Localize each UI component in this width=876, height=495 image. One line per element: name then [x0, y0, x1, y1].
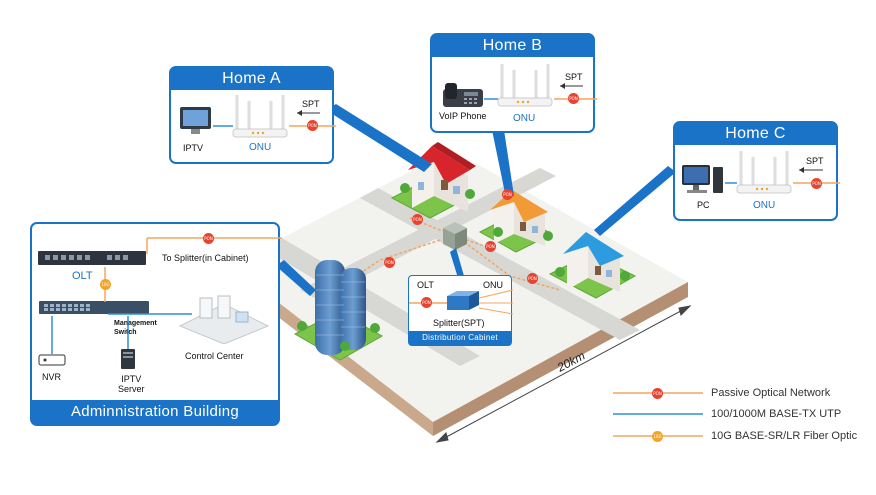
- admin-links: [51, 237, 282, 354]
- home-b-panel: Home B VoIP Phone ONU SPT PON: [430, 33, 597, 133]
- legend-item-fiber: 10G BASE-SR/LR Fiber Optic: [711, 430, 858, 442]
- control-center-icon: [178, 295, 270, 344]
- home-b-splitter-label: SPT: [565, 72, 583, 82]
- map-pon-badge-2: PON: [485, 241, 496, 252]
- map-pon-badge-5: PON: [502, 189, 513, 200]
- home-b-title: Home B: [432, 35, 593, 57]
- legend-lines: [613, 392, 703, 437]
- home-a-links: [213, 110, 336, 127]
- nvr-label: NVR: [42, 372, 62, 382]
- home-a-router-label: ONU: [249, 142, 272, 153]
- pc-icon: [682, 165, 723, 193]
- admin-10g-badge: 10G: [100, 279, 111, 290]
- management-switch-label: Management Switch: [114, 320, 157, 336]
- admin-pon-badge: PON: [203, 233, 214, 244]
- home-c-title: Home C: [675, 123, 836, 145]
- legend-item-utp: 100/1000M BASE-TX UTP: [711, 408, 842, 420]
- home-c-device-label: PC: [697, 200, 710, 210]
- home-c-links: [725, 167, 840, 184]
- cabinet-links: [409, 289, 513, 315]
- home-b-links: [484, 83, 597, 100]
- iptv-server-label: IPTV Server: [118, 374, 145, 394]
- legend-pon-badge: PON: [652, 388, 663, 399]
- home-c-router-label: ONU: [753, 200, 776, 211]
- home-a-device-label: IPTV: [183, 143, 204, 153]
- olt-label: OLT: [72, 270, 93, 282]
- house-c: [563, 232, 624, 292]
- distribution-cabinet-panel: Distribution Cabinet OLT ONU PON Splitte…: [408, 275, 513, 346]
- nvr-icon: [38, 354, 66, 366]
- home-b-onu-icon: [497, 64, 553, 107]
- iptv-server-icon: [121, 349, 135, 369]
- home-c-splitter-label: SPT: [806, 156, 824, 166]
- management-switch-icon: [39, 301, 149, 314]
- house-b: [490, 190, 548, 246]
- distribution-cabinet-title: Distribution Cabinet: [409, 331, 511, 345]
- map-pon-badge-1: PON: [412, 214, 423, 225]
- admin-building-panel: Adminnistration Building OLT To Splitter…: [30, 222, 282, 426]
- legend-10g-badge: 10G: [652, 431, 663, 442]
- home-c-pon-badge: PON: [811, 178, 822, 189]
- home-b-device-label: VoIP Phone: [439, 111, 487, 121]
- house-a: [408, 142, 476, 212]
- home-a-onu-icon: [232, 95, 288, 138]
- map-pon-badge-4: PON: [527, 273, 538, 284]
- to-splitter-label: To Splitter(in Cabinet): [162, 253, 249, 263]
- iptv-icon: [180, 107, 211, 134]
- cabinet-icon: [443, 222, 467, 250]
- home-c-onu-icon: [736, 151, 792, 194]
- voip-phone-icon: [443, 83, 483, 107]
- olt-device-icon: [38, 251, 146, 265]
- admin-building-title: Adminnistration Building: [32, 400, 278, 424]
- cabinet-pon-badge: PON: [421, 297, 432, 308]
- home-a-panel: Home A IPTV ONU SPT PON: [169, 66, 336, 164]
- legend-item-pon: Passive Optical Network: [711, 387, 831, 399]
- map-pon-badge-3: PON: [384, 257, 395, 268]
- admin-towers: [315, 260, 366, 355]
- home-b-router-label: ONU: [513, 113, 536, 124]
- home-a-pon-badge: PON: [307, 120, 318, 131]
- cabinet-splitter-label: Splitter(SPT): [433, 318, 485, 328]
- home-c-panel: Home C PC ONU SPT PON: [673, 121, 840, 221]
- trees: [297, 183, 630, 351]
- distance-dimension: [435, 305, 692, 443]
- splitter-box-icon: [447, 291, 479, 310]
- home-a-splitter-label: SPT: [302, 99, 320, 109]
- callout-pointers: [276, 104, 676, 296]
- home-b-pon-badge: PON: [568, 93, 579, 104]
- cabinet-olt-label: OLT: [417, 280, 434, 290]
- cabinet-onu-label: ONU: [483, 280, 503, 290]
- home-a-title: Home A: [171, 68, 332, 90]
- control-center-label: Control Center: [185, 351, 244, 361]
